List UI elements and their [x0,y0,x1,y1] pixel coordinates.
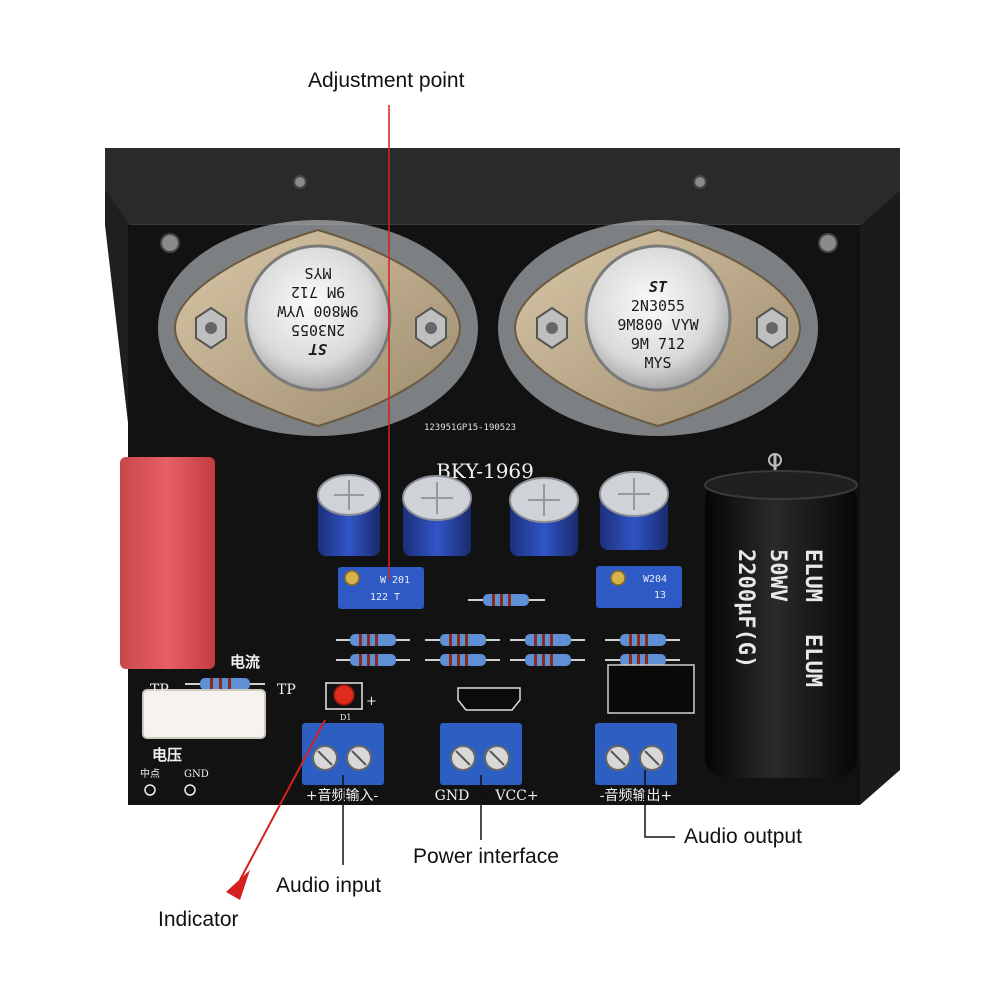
power-transistor-right: ST 2N3055 9M800 VYW 9M 712 MYS [498,220,818,436]
small-transistor [457,687,521,711]
transistor-line2: 9M800 VYW [276,302,358,320]
indicator-led [333,684,355,706]
power-interface-label: Power interface [413,845,559,868]
capacitor-brand: ELUM [800,549,825,602]
adjustment-point-label: Adjustment point [308,69,465,92]
transistor-part: 2N3055 [631,297,685,315]
led-plus: + [366,694,377,709]
pcb-serial: 123951GP15-190523 [424,423,516,433]
resistor-bands [210,594,648,690]
cement-resistor [142,689,266,739]
indicator-arrow-icon [226,870,250,900]
vcc-terminal-label: VCC+ [494,788,538,804]
callout-lines [239,105,675,881]
capacitor-brand-2: ELUM [800,634,825,687]
electrolytic-capacitor [317,474,381,556]
tp-left-label: TP [150,682,169,698]
transistor-line2: 9M800 VYW [617,316,699,334]
trimmer-value: 122 T [370,592,400,603]
indicator-label: Indicator [158,908,239,931]
gnd-small-label: GND [184,769,209,780]
audio-output-label: Audio output [684,825,802,848]
gnd-terminal-label: GND [435,788,470,804]
heatsink-side-fin [860,190,900,805]
transistor-line3: 9M 712 [291,283,345,301]
electrolytic-capacitor [599,471,669,550]
midpoint-label: 中点 [140,767,160,780]
voltage-label: 电压 [152,746,182,764]
film-capacitor [120,457,215,669]
output-terminal-label: -音频输出+ [600,787,672,804]
audio-output-callout-line [644,770,675,838]
transistor-line3: 9M 712 [631,335,685,353]
led-outline [325,682,363,710]
heatsink-top-edge [105,148,900,225]
trimmer-potentiometer-right: W204 13 [596,566,682,608]
electrolytic-capacitor [509,477,579,556]
led-ref: D1 [340,713,352,722]
input-terminal-label: +音频输入- [306,787,379,804]
tp-right-label: TP [277,682,296,698]
mounting-screw [160,175,838,253]
terminal-block-power [440,723,522,785]
transistor-line4: MYS [644,354,671,372]
trimmer-potentiometer-left: W 201 122 T [338,567,424,609]
transistor-brand: ST [308,340,327,358]
power-transistor-left: ST 2N3055 9M800 VYW 9M 712 MYS [158,220,478,436]
indicator-callout-line [239,719,326,881]
terminal-block-input [302,723,384,785]
capacitor-voltage: 50WV [765,549,790,602]
trimmer-code: W 201 [380,575,410,586]
regulator-ic [607,664,695,714]
electrolytic-capacitor [402,475,472,556]
trimmer-value: 13 [654,590,666,601]
trimmer-code: W204 [643,574,667,585]
audio-input-label: Audio input [276,874,382,897]
terminal-block-output [595,723,677,785]
current-label: 电流 [230,653,260,671]
transistor-line4: MYS [304,264,331,282]
capacitor-value: 2200µF(G) [733,549,758,668]
transistor-brand: ST [649,278,668,296]
filter-capacitor: ELUM ELUM 50WV 2200µF(G) [704,453,858,778]
transistor-part: 2N3055 [291,321,345,339]
